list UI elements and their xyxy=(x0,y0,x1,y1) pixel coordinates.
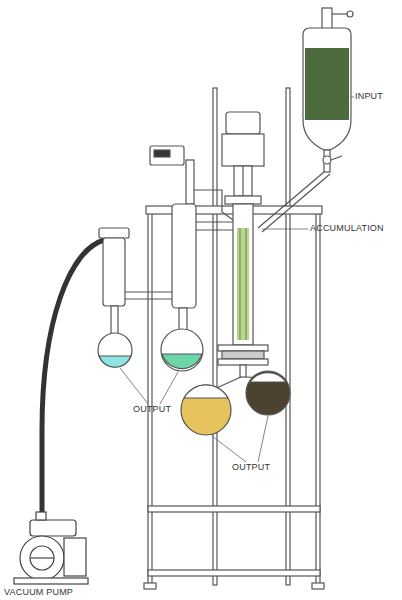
leader-lines xyxy=(120,97,354,462)
condenser-part xyxy=(161,329,203,371)
cold-trap-part xyxy=(99,356,131,367)
leader-lines-part xyxy=(120,368,148,404)
feed-funnel xyxy=(258,8,353,232)
evaporator-column-part xyxy=(218,345,268,351)
accumulation-label: ACCUMULATION xyxy=(310,223,384,234)
vacuum-pump-part xyxy=(20,536,64,580)
feed-funnel-part xyxy=(324,150,330,172)
evaporator-column-part xyxy=(233,204,253,345)
leader-lines-part xyxy=(258,416,268,462)
feed-funnel-part xyxy=(303,120,351,150)
frame xyxy=(144,88,324,589)
condenser-part xyxy=(194,190,233,220)
evaporator-column-part xyxy=(234,166,252,196)
output-label: OUTPUT xyxy=(232,462,270,473)
cold-trap-part xyxy=(98,333,132,367)
evaporator-column-part xyxy=(222,134,264,166)
cold-trap-part xyxy=(125,291,172,292)
condenser-part xyxy=(196,221,233,222)
output-flasks-bottom-part xyxy=(181,385,231,435)
leader-lines-part xyxy=(351,97,354,98)
frame-part xyxy=(316,212,320,585)
output-flasks-bottom-part xyxy=(184,385,228,398)
feed-funnel-part xyxy=(303,28,351,124)
input-label: INPUT xyxy=(355,91,383,102)
vacuum-pump-part xyxy=(14,578,88,584)
leader-lines-part xyxy=(262,229,308,230)
output-label: OUTPUT xyxy=(133,404,171,415)
cold-trap-part xyxy=(125,298,172,299)
condenser-part xyxy=(196,229,233,230)
evaporator-column-part xyxy=(226,112,260,134)
output-flasks-bottom xyxy=(181,371,290,435)
output-flasks-bottom-part xyxy=(250,373,286,382)
evaporator-column-part xyxy=(240,365,246,377)
frame-part xyxy=(312,583,324,589)
cold-trap-part xyxy=(99,228,129,238)
pump-label: VACUUM PUMP xyxy=(4,587,73,598)
vacuum-pump-part xyxy=(64,538,86,576)
feed-funnel-part xyxy=(322,8,332,30)
feed-funnel-part xyxy=(332,13,348,14)
vacuum-pump xyxy=(14,512,88,584)
condenser xyxy=(150,146,233,371)
feed-funnel-part xyxy=(305,48,349,124)
vacuum-pump-part xyxy=(30,546,54,570)
condenser-part xyxy=(162,354,202,369)
frame-part xyxy=(144,583,156,589)
frame-part xyxy=(148,506,320,512)
evaporator-column-part xyxy=(242,166,243,196)
evaporator-column-part xyxy=(239,228,240,340)
condenser-part xyxy=(154,150,170,157)
evaporator-column xyxy=(212,112,268,390)
vacuum-hose xyxy=(42,240,104,522)
feed-funnel-part xyxy=(347,11,353,17)
evaporator-column-part xyxy=(237,228,249,340)
cold-trap xyxy=(98,228,172,367)
feed-funnel-part xyxy=(323,156,331,164)
evaporator-column-part xyxy=(225,196,261,204)
vacuum-pump-part xyxy=(30,557,54,558)
frame-part xyxy=(148,570,320,576)
leader-lines-part xyxy=(160,372,178,404)
evaporator-column-part xyxy=(245,228,246,340)
condenser-part xyxy=(172,204,196,308)
cold-trap-part xyxy=(111,306,118,334)
cold-trap-part xyxy=(103,238,125,306)
leader-lines-part xyxy=(212,436,246,462)
evaporator-column-part xyxy=(218,359,268,365)
condenser-part xyxy=(179,308,187,330)
condenser-part xyxy=(150,146,184,165)
condenser-part xyxy=(186,160,194,204)
vacuum-hose-part xyxy=(42,240,104,522)
vacuum-pump-part xyxy=(30,520,76,536)
output-flasks-bottom-part xyxy=(246,371,290,415)
evaporator-column-part xyxy=(222,351,264,359)
frame-part xyxy=(148,212,152,585)
feed-funnel-part xyxy=(331,156,342,160)
vacuum-pump-part xyxy=(36,512,46,520)
